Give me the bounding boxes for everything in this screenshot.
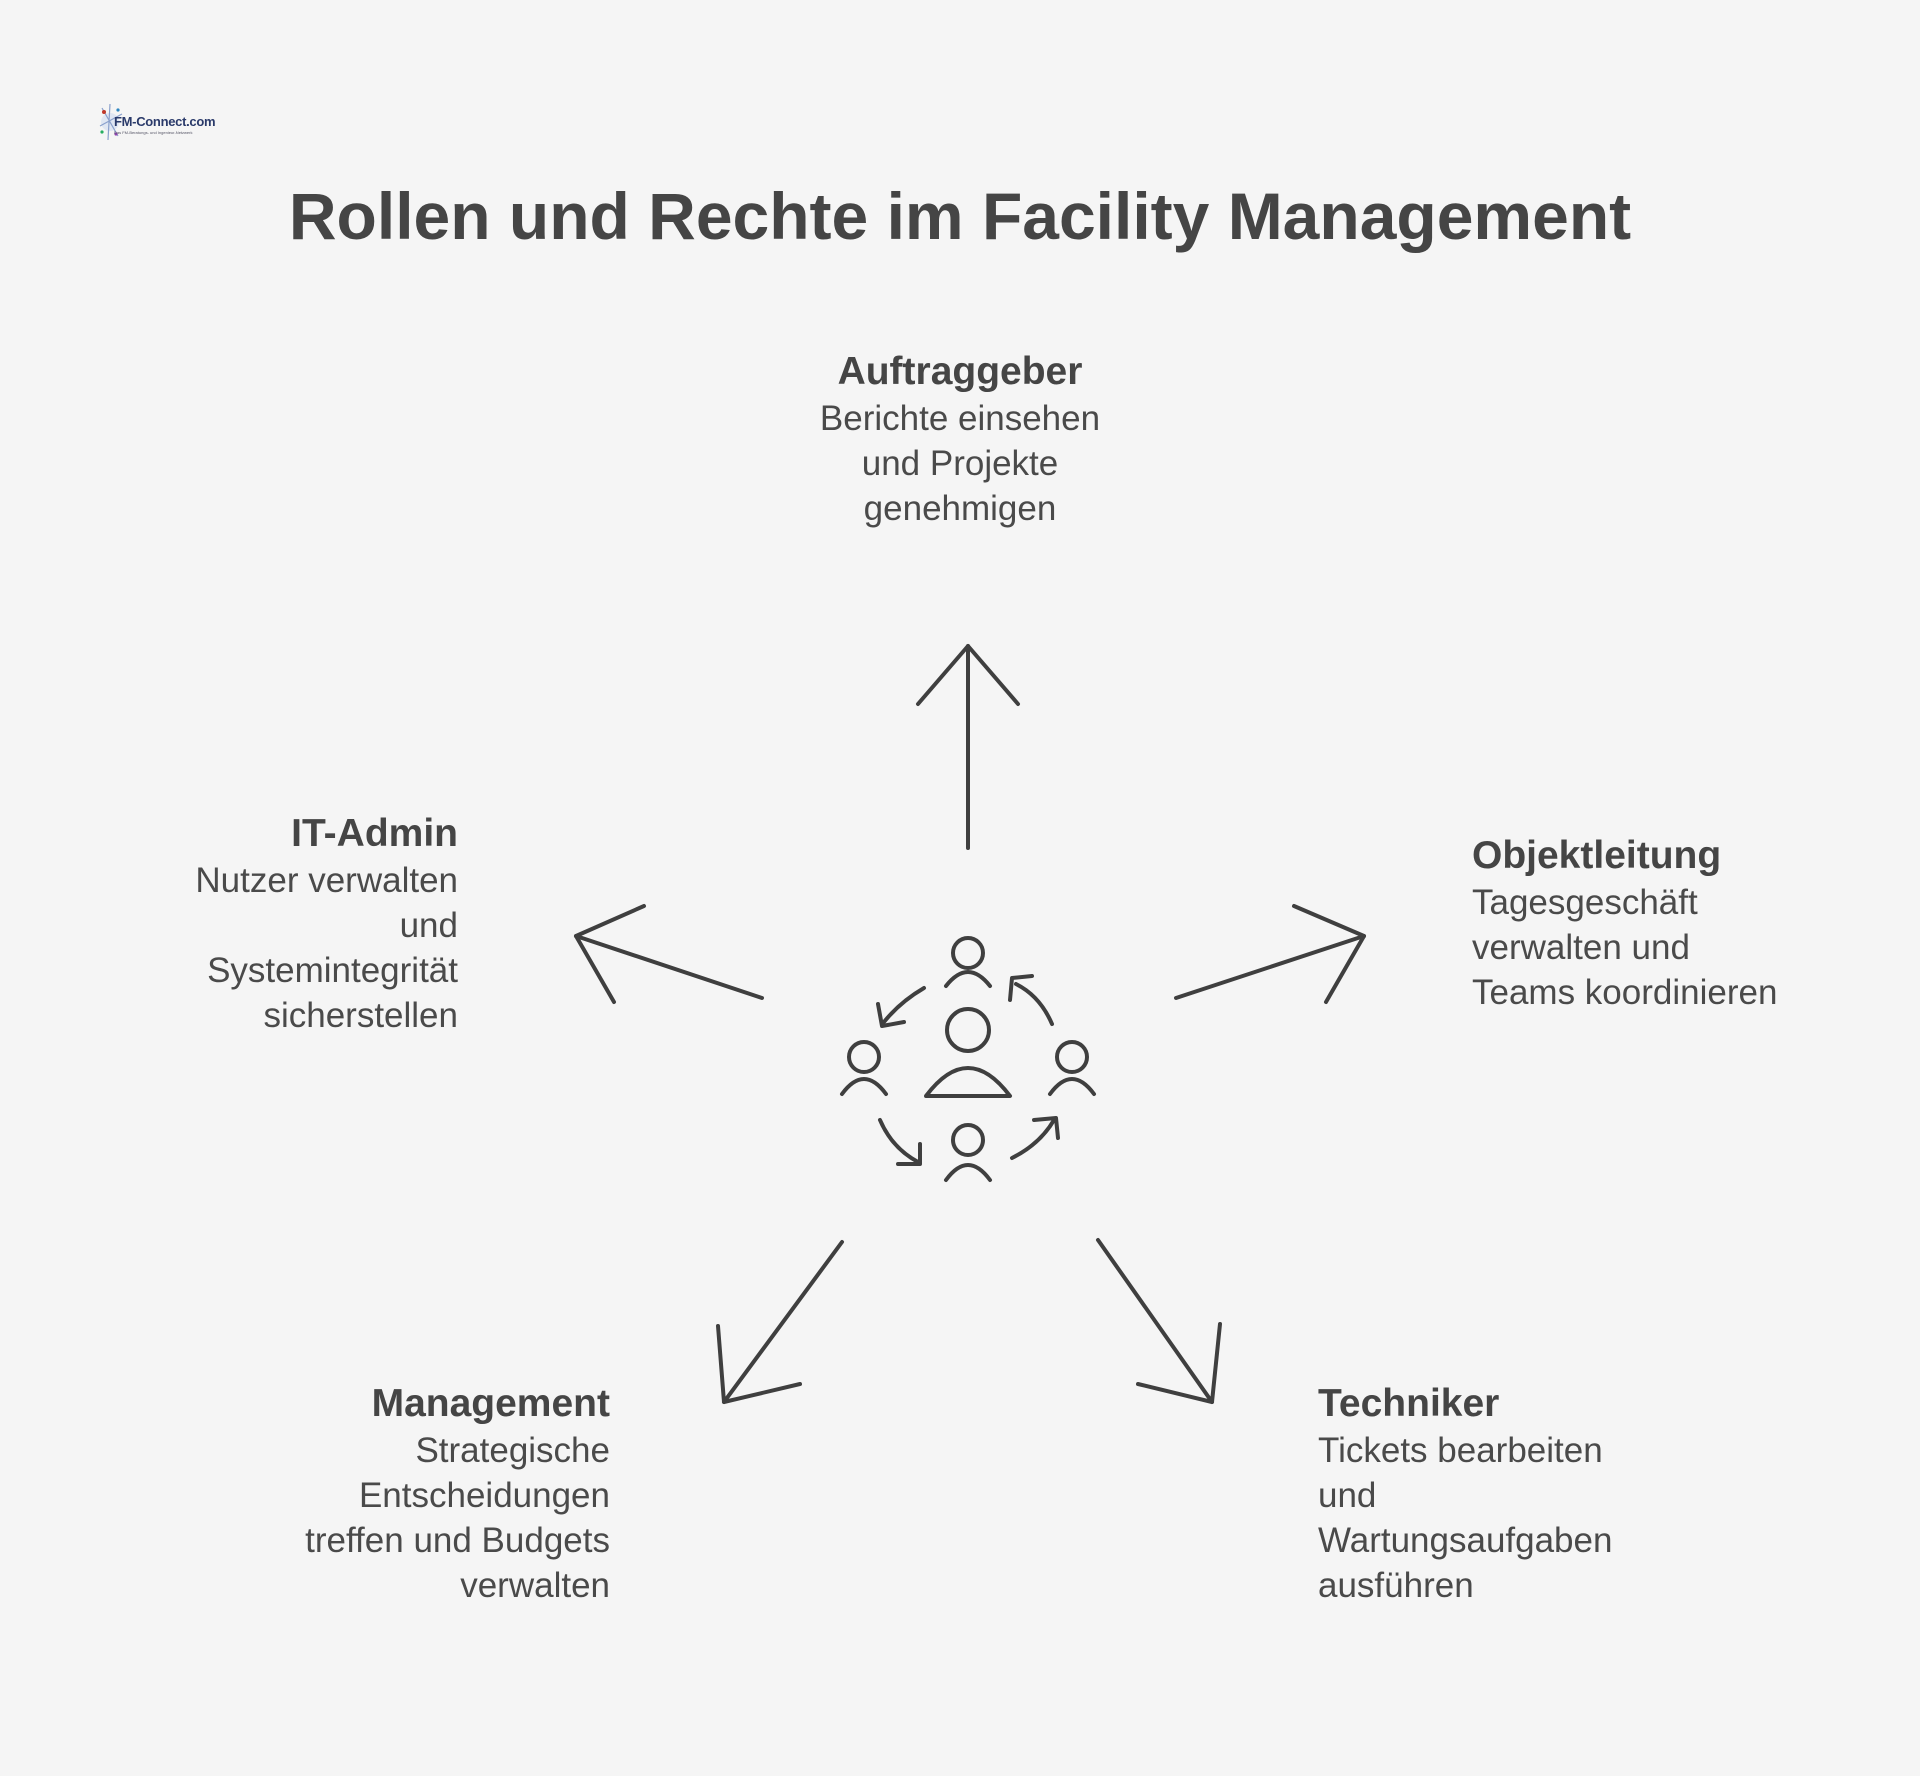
- role-description-line: Tickets bearbeiten: [1318, 1431, 1603, 1470]
- role-description-line: verwalten und: [1472, 928, 1690, 967]
- role-description-line: Systemintegrität: [207, 951, 458, 990]
- role-objektleitung: Objektleitung Tagesgeschäft verwalten un…: [1472, 832, 1892, 1015]
- role-description-line: und: [399, 906, 458, 945]
- logo-star-icon: [99, 103, 123, 141]
- role-title: Techniker: [1318, 1382, 1500, 1425]
- role-auftraggeber: Auftraggeber Berichte einsehen und Proje…: [760, 348, 1160, 531]
- role-description-line: und: [1318, 1476, 1377, 1515]
- role-description-line: verwalten: [460, 1566, 610, 1605]
- role-description: Nutzer verwalten und Systemintegrität si…: [80, 858, 458, 1038]
- role-description-line: sicherstellen: [263, 996, 458, 1035]
- logo-brand-text: FM-Connect.com: [114, 114, 216, 129]
- role-description-line: Berichte einsehen: [819, 399, 1101, 438]
- arrow-to-auftraggeber: [916, 644, 1020, 850]
- role-description-line: Teams koordinieren: [1472, 973, 1778, 1012]
- role-description-line: Wartungsaufgaben: [1318, 1521, 1613, 1560]
- team-cycle-icon: [840, 936, 1096, 1182]
- role-it-admin: IT-Admin Nutzer verwalten und Systeminte…: [80, 810, 458, 1038]
- role-description: Berichte einsehen und Projekte genehmige…: [760, 396, 1160, 531]
- role-title: IT-Admin: [291, 812, 458, 855]
- role-description-line: ausführen: [1318, 1566, 1474, 1605]
- arrow-to-management: [716, 1240, 844, 1404]
- page-title: Rollen und Rechte im Facility Management: [288, 179, 1632, 253]
- role-title: Management: [371, 1382, 610, 1425]
- role-description-line: treffen und Budgets: [305, 1521, 610, 1560]
- logo-tagline: Das FM-Beratungs- und Ingenieur-Netzwerk: [114, 130, 193, 135]
- arrow-to-it-admin: [574, 904, 764, 1004]
- role-description-line: Nutzer verwalten: [195, 861, 458, 900]
- arrow-to-techniker: [1096, 1238, 1222, 1404]
- role-description-line: Strategische: [415, 1431, 610, 1470]
- role-description-line: Tagesgeschäft: [1472, 883, 1698, 922]
- role-description-line: und Projekte: [861, 444, 1059, 483]
- role-description: Tagesgeschäft verwalten und Teams koordi…: [1472, 880, 1892, 1015]
- role-description: Strategische Entscheidungen treffen und …: [190, 1428, 610, 1608]
- role-management: Management Strategische Entscheidungen t…: [190, 1380, 610, 1608]
- role-techniker: Techniker Tickets bearbeiten und Wartung…: [1318, 1380, 1738, 1608]
- fm-connect-logo: FM-Connect.com Das FM-Beratungs- und Ing…: [98, 100, 216, 150]
- role-description: Tickets bearbeiten und Wartungsaufgaben …: [1318, 1428, 1738, 1608]
- role-description-line: genehmigen: [863, 489, 1057, 528]
- arrow-to-objektleitung: [1174, 904, 1366, 1004]
- role-description-line: Entscheidungen: [358, 1476, 610, 1515]
- role-title: Objektleitung: [1472, 834, 1722, 877]
- role-title: Auftraggeber: [837, 350, 1083, 393]
